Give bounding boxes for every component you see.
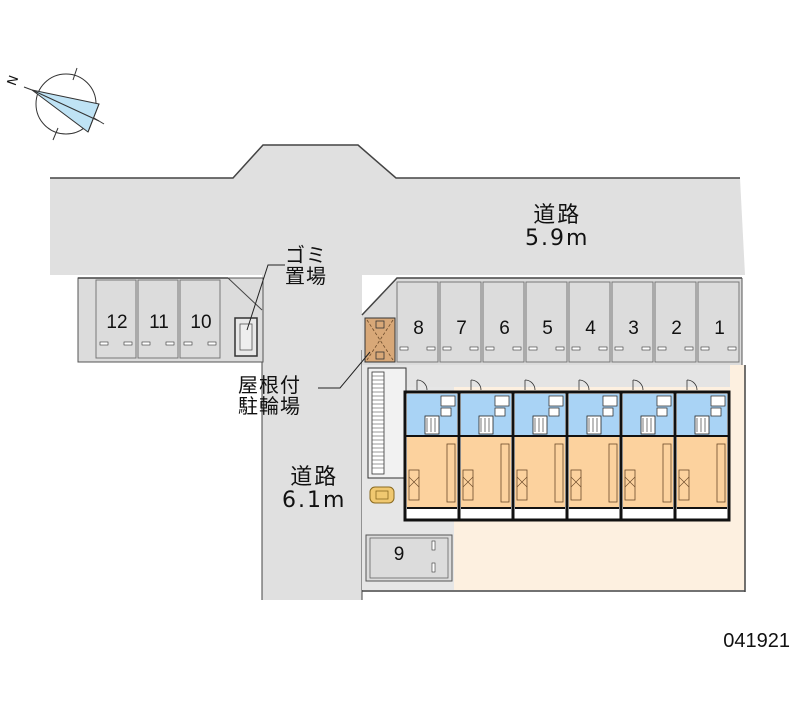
parking-stall-4 [568, 281, 611, 363]
parking-stall-9-box [365, 534, 453, 582]
west-road-name: 道路 [290, 465, 339, 490]
parking-stall-label: 7 [456, 318, 467, 339]
garbage-label-line1: ゴミ [285, 243, 327, 267]
property-code: 041921 [723, 630, 790, 652]
meter-box [369, 486, 395, 504]
parking-stall-8 [396, 281, 439, 363]
parking-stall-7 [439, 281, 482, 363]
garbage-label: ゴミ 置場 [285, 245, 327, 287]
parking-stall-label: 4 [585, 318, 596, 339]
garbage-leader-line [246, 264, 285, 331]
north-road [50, 144, 745, 275]
apartment-unit [457, 379, 515, 522]
north-road-name: 道路 [533, 203, 582, 228]
apartment-unit [619, 379, 677, 522]
parking-stall-9-label: 9 [393, 544, 405, 565]
parking-stall-12 [95, 279, 137, 359]
west-road [261, 275, 363, 600]
garbage-station [234, 317, 258, 357]
parking-stall-2 [654, 281, 697, 363]
bike-leader-line [318, 351, 371, 389]
north-road-label: 道路 5.9m [525, 204, 589, 250]
parking-stall-label: 3 [628, 318, 639, 339]
parking-stall-label: 10 [190, 312, 212, 333]
apartment-unit [673, 379, 731, 522]
parking-stall-label: 5 [542, 318, 553, 339]
north-arrow-icon [23, 67, 105, 141]
west-road-width: 6.1m [282, 488, 347, 514]
north-road-width: 5.9m [525, 226, 590, 252]
parking-stall-10 [179, 279, 221, 359]
parking-stall-3 [611, 281, 654, 363]
stairs [367, 367, 407, 479]
parking-stall-label: 12 [106, 312, 128, 333]
apartment-unit [403, 379, 461, 522]
parking-stall-label: 6 [499, 318, 510, 339]
bike-shelter-label: 屋根付 駐輪場 [238, 375, 301, 417]
parking-stall-label: 1 [714, 318, 725, 339]
parking-stall-label: 2 [671, 318, 682, 339]
parking-stall-label: 8 [413, 318, 424, 339]
apartment-unit [511, 379, 569, 522]
parking-stall-label: 11 [149, 312, 169, 333]
parking-stall-6 [482, 281, 525, 363]
garbage-label-line2: 置場 [285, 264, 327, 288]
parking-stall-11 [137, 279, 179, 359]
parking-stall-1 [697, 281, 740, 363]
parking-stall-5 [525, 281, 568, 363]
bike-shelter [364, 317, 396, 363]
west-road-label: 道路 6.1m [282, 466, 346, 512]
bike-shelter-label-line2: 駐輪場 [238, 394, 301, 418]
bike-shelter-label-line1: 屋根付 [238, 373, 301, 397]
apartment-unit [565, 379, 623, 522]
